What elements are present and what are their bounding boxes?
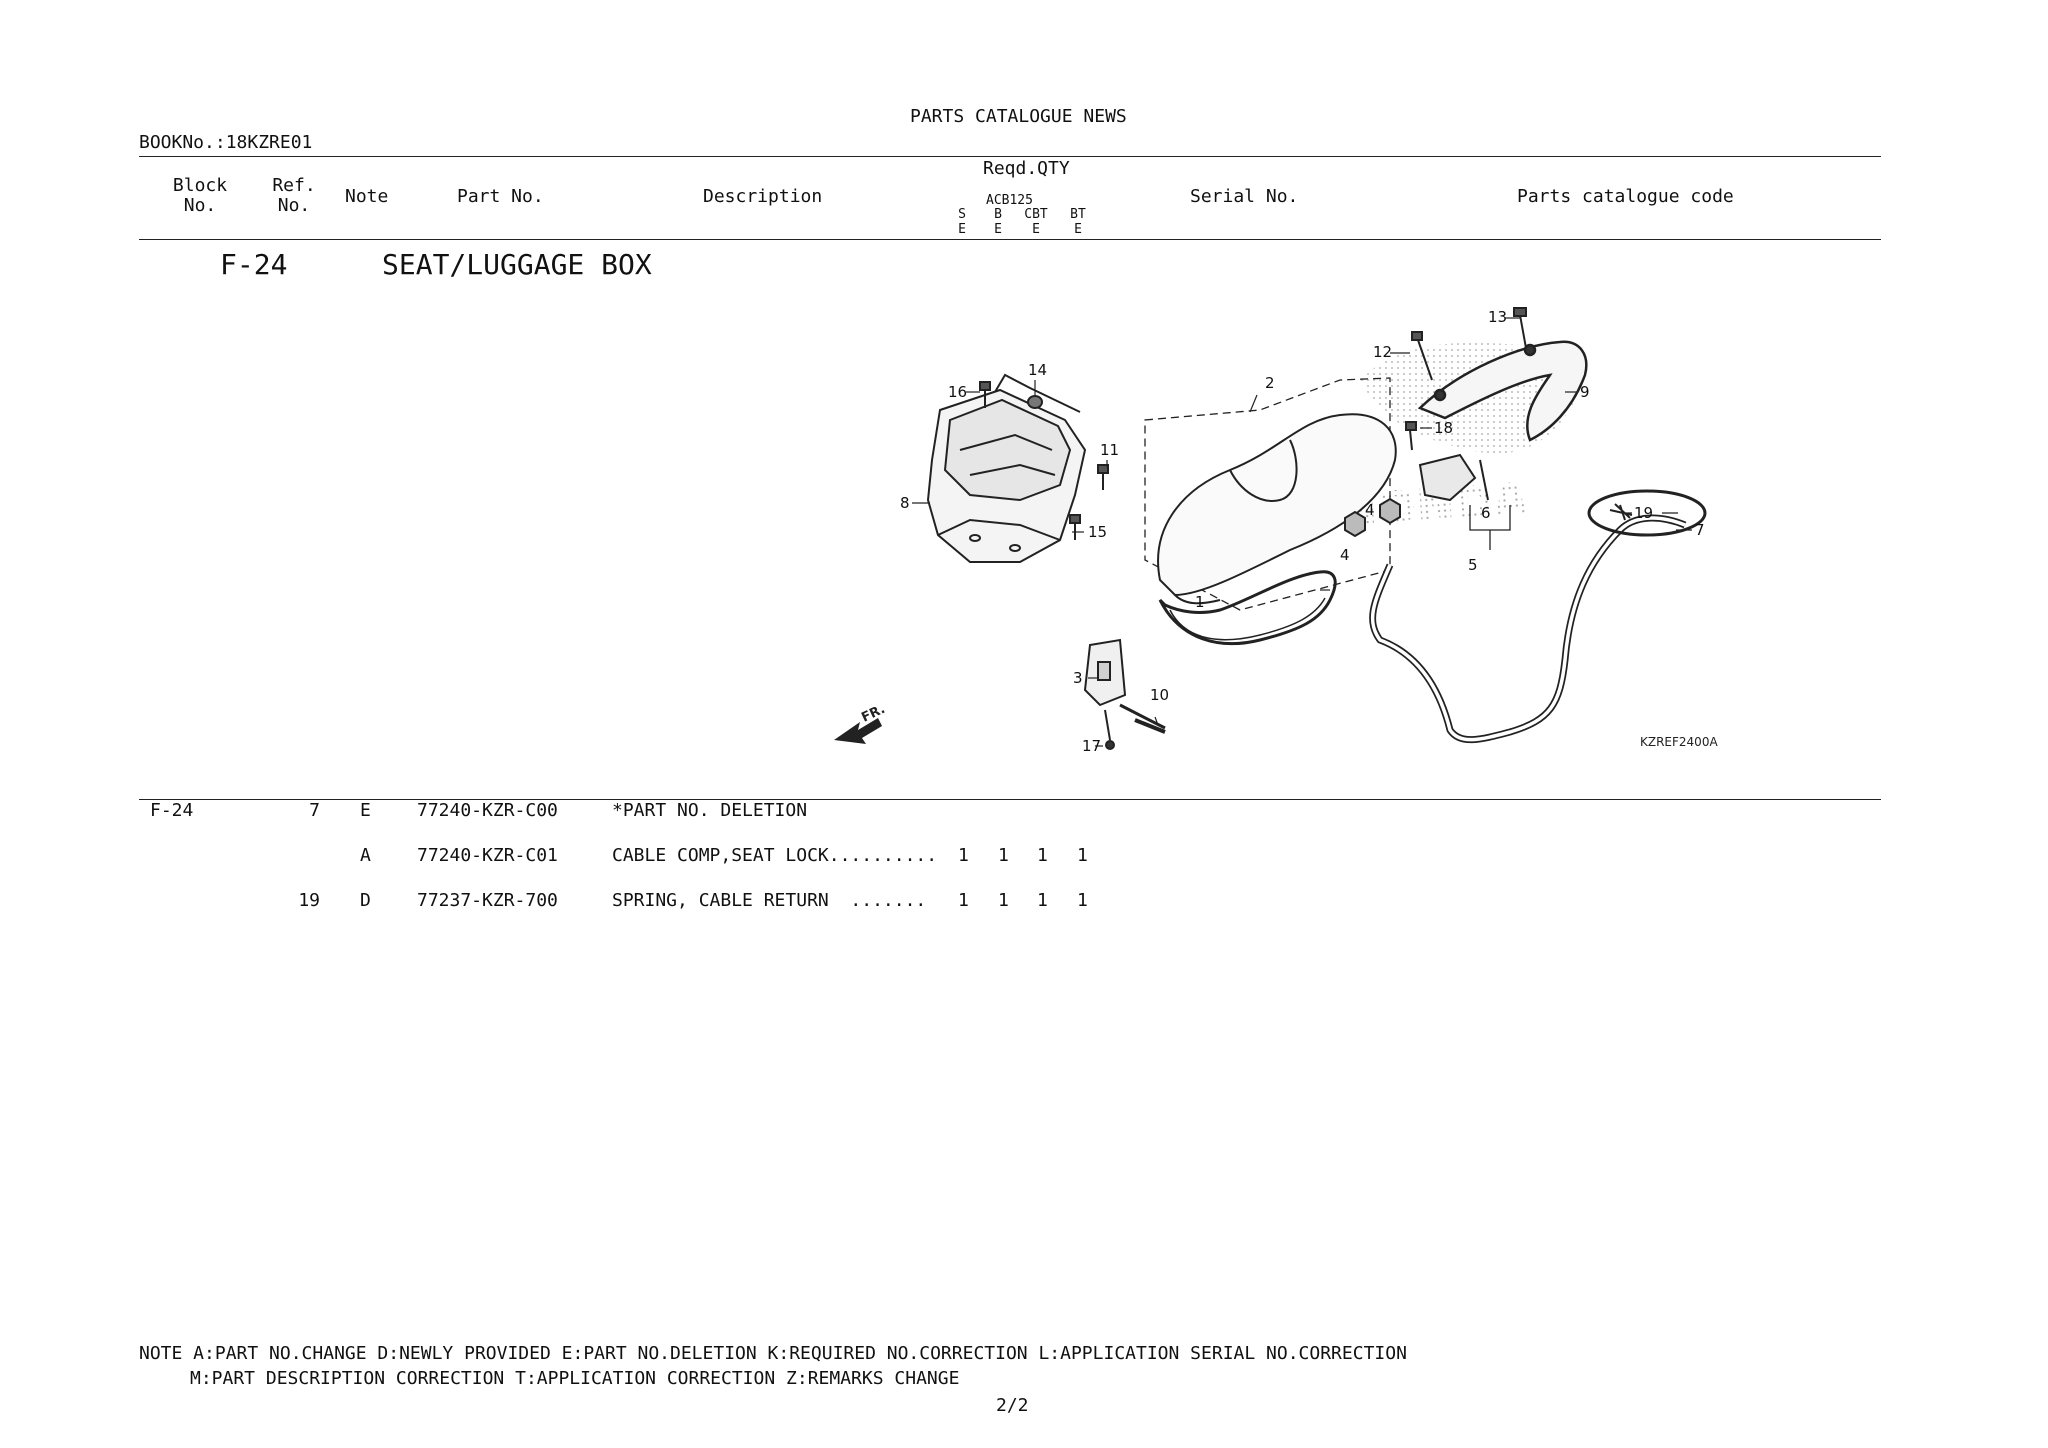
header-catalogue-code: Parts catalogue code bbox=[1517, 186, 1734, 207]
front-direction-arrow: FR. bbox=[834, 702, 888, 744]
figure-code: KZREF2400A bbox=[1640, 735, 1718, 749]
callout-3: 3 bbox=[1073, 669, 1083, 687]
nuts bbox=[1344, 497, 1401, 538]
header-block-no: Block No. bbox=[168, 176, 232, 216]
header-variant-cbte: CBT E bbox=[1018, 207, 1054, 237]
row-part-no: 77240-KZR-C01 bbox=[417, 845, 558, 866]
variant-bte-bottom: E bbox=[1074, 222, 1082, 237]
row-qty-be: 1 bbox=[998, 890, 1009, 911]
seat-lock-cable bbox=[1369, 489, 1707, 744]
row-note: E bbox=[360, 800, 371, 821]
callout-13: 13 bbox=[1488, 308, 1507, 326]
header-part-no: Part No. bbox=[457, 186, 544, 207]
callout-14: 14 bbox=[1028, 361, 1047, 379]
callout-1: 1 bbox=[1195, 593, 1205, 611]
callout-4b: 4 bbox=[1365, 501, 1375, 519]
variant-cbte-top: CBT bbox=[1024, 207, 1048, 222]
variant-se-top: S bbox=[958, 207, 966, 222]
variant-be-top: B bbox=[994, 207, 1002, 222]
variant-be-bottom: E bbox=[994, 222, 1002, 237]
variant-bte-top: BT bbox=[1070, 207, 1086, 222]
row-qty-se: 1 bbox=[958, 890, 969, 911]
header-ref-no-line1: Ref. bbox=[272, 175, 316, 196]
row-qty-cbte: 1 bbox=[1037, 845, 1048, 866]
header-serial-no: Serial No. bbox=[1190, 186, 1299, 207]
callout-18: 18 bbox=[1434, 419, 1453, 437]
page-title: PARTS CATALOGUE NEWS bbox=[910, 106, 1127, 127]
row-qty-cbte: 1 bbox=[1037, 890, 1048, 911]
seat-lock-bracket bbox=[1083, 638, 1166, 750]
callout-15: 15 bbox=[1088, 523, 1107, 541]
row-note: A bbox=[360, 845, 371, 866]
row-description: *PART NO. DELETION bbox=[612, 800, 808, 821]
row-description: CABLE COMP,SEAT LOCK.......... bbox=[612, 845, 938, 866]
header-note: Note bbox=[345, 186, 389, 207]
callout-19: 19 bbox=[1634, 504, 1653, 522]
header-ref-no: Ref. No. bbox=[266, 176, 322, 216]
header-top-rule bbox=[139, 156, 1881, 157]
page-number: 2/2 bbox=[996, 1395, 1029, 1416]
header-reqd-qty: Reqd.QTY bbox=[983, 158, 1070, 179]
row-qty-bte: 1 bbox=[1077, 845, 1088, 866]
callout-16: 16 bbox=[948, 383, 967, 401]
header-block-no-line1: Block bbox=[172, 175, 228, 196]
leader-lines bbox=[912, 317, 1692, 747]
callout-2: 2 bbox=[1265, 374, 1275, 392]
row-qty-se: 1 bbox=[958, 845, 969, 866]
book-number: BOOKNo.:18KZRE01 bbox=[139, 132, 313, 153]
seat-assembly bbox=[1144, 377, 1397, 646]
row-ref: 7 bbox=[309, 800, 320, 821]
seat-latch bbox=[1418, 453, 1511, 550]
callout-9: 9 bbox=[1580, 383, 1590, 401]
note-legend-line2: M:PART DESCRIPTION CORRECTION T:APPLICAT… bbox=[190, 1368, 960, 1389]
header-variant-bte: BT E bbox=[1066, 207, 1090, 237]
section-block: F-24 bbox=[220, 248, 288, 281]
section-title: SEAT/LUGGAGE BOX bbox=[382, 248, 652, 281]
note-legend-line1: NOTE A:PART NO.CHANGE D:NEWLY PROVIDED E… bbox=[139, 1343, 1407, 1364]
callout-17: 17 bbox=[1082, 737, 1101, 755]
callout-4a: 4 bbox=[1340, 546, 1350, 564]
callout-12: 12 bbox=[1373, 343, 1392, 361]
callout-11: 11 bbox=[1100, 441, 1119, 459]
header-block-no-line2: No. bbox=[183, 195, 217, 216]
callout-6: 6 bbox=[1481, 504, 1491, 522]
header-model: ACB125 bbox=[986, 193, 1033, 208]
row-ref: 19 bbox=[298, 890, 320, 911]
rows-top-rule bbox=[139, 799, 1881, 800]
row-block: F-24 bbox=[150, 800, 194, 821]
row-qty-bte: 1 bbox=[1077, 890, 1088, 911]
header-bottom-rule bbox=[139, 239, 1881, 240]
variant-cbte-bottom: E bbox=[1032, 222, 1040, 237]
row-note: D bbox=[360, 890, 371, 911]
row-part-no: 77240-KZR-C00 bbox=[417, 800, 558, 821]
callout-7: 7 bbox=[1695, 521, 1705, 539]
bolts bbox=[979, 307, 1527, 734]
header-variant-be: B E bbox=[988, 207, 1008, 237]
callout-8: 8 bbox=[900, 494, 910, 512]
row-description: SPRING, CABLE RETURN ....... bbox=[612, 890, 927, 911]
grab-rail bbox=[1417, 340, 1588, 442]
callout-numbers: 1 2 3 4 4 5 6 7 8 9 10 11 12 13 14 15 16… bbox=[900, 308, 1705, 755]
exploded-parts-diagram: HONDA bbox=[834, 307, 1718, 755]
callout-5: 5 bbox=[1468, 556, 1478, 574]
header-variant-se: S E bbox=[952, 207, 972, 237]
luggage-box bbox=[926, 373, 1087, 563]
header-ref-no-line2: No. bbox=[277, 195, 311, 216]
row-part-no: 77237-KZR-700 bbox=[417, 890, 558, 911]
header-description: Description bbox=[703, 186, 823, 207]
row-qty-be: 1 bbox=[998, 845, 1009, 866]
variant-se-bottom: E bbox=[958, 222, 966, 237]
callout-10: 10 bbox=[1150, 686, 1169, 704]
